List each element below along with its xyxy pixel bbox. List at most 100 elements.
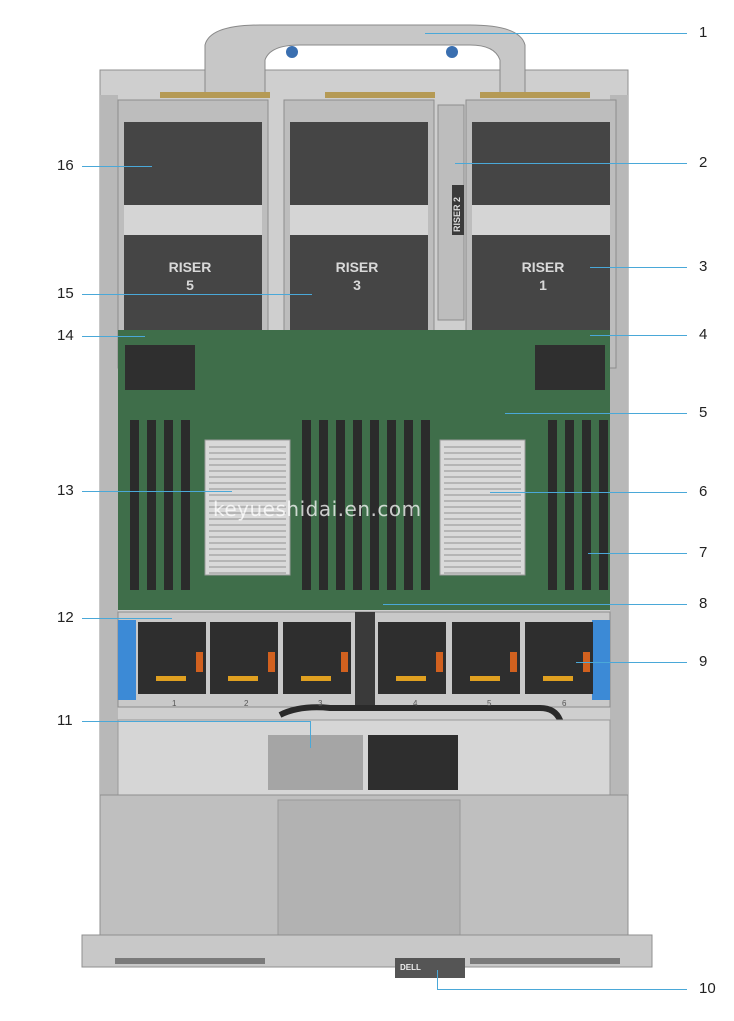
callout-5: 5 xyxy=(699,404,708,421)
fan-release-tab xyxy=(341,652,348,672)
watermark-text: keyueshidai.en.com xyxy=(213,497,422,521)
fan-module xyxy=(210,622,278,694)
handle-screw-left xyxy=(286,46,298,58)
callout-3: 3 xyxy=(699,258,708,275)
heat-sink-fin xyxy=(209,566,286,568)
fan-label-5: 5 xyxy=(487,699,492,708)
dimm-module xyxy=(147,420,156,590)
fan-release-tab xyxy=(196,652,203,672)
fan-release-tab xyxy=(436,652,443,672)
heat-sink-fin xyxy=(444,536,521,538)
cable-harness xyxy=(278,704,563,730)
dimm-module xyxy=(599,420,608,590)
callout-13: 13 xyxy=(57,482,74,499)
leader-11 xyxy=(82,721,310,722)
riser-5-label-line2: 5 xyxy=(186,277,194,293)
heat-sink-fin xyxy=(209,560,286,562)
riser-1-label-line2: 1 xyxy=(539,277,547,293)
fan-status-strip xyxy=(228,676,258,681)
fan-module xyxy=(378,622,446,694)
riser-5-label-line1: RISER xyxy=(168,259,212,275)
heat-sink-fin xyxy=(444,524,521,526)
fan-module xyxy=(452,622,520,694)
fan-cage-right-bracket xyxy=(592,620,610,700)
callout-7: 7 xyxy=(699,544,708,561)
fan-module xyxy=(283,622,351,694)
leader-2 xyxy=(455,163,687,164)
callout-10: 10 xyxy=(699,980,716,997)
system-board xyxy=(118,330,610,610)
chassis-left-wall xyxy=(100,95,118,805)
heat-sink-fin xyxy=(444,566,521,568)
center-bracket xyxy=(368,735,458,790)
heat-sink-2-fins xyxy=(444,446,521,574)
leader-9 xyxy=(576,662,687,663)
heat-sink-fin xyxy=(209,536,286,538)
callout-12: 12 xyxy=(57,609,74,626)
heat-sink-1-fins xyxy=(209,446,286,574)
heat-sink-fin xyxy=(444,494,521,496)
dimm-module xyxy=(404,420,413,590)
leader-15 xyxy=(82,294,312,295)
leader-8 xyxy=(383,604,687,605)
heat-sink-fin xyxy=(444,512,521,514)
fan-label-1: 1 xyxy=(172,699,177,708)
riser-1-label-line1: RISER xyxy=(521,259,565,275)
fan-status-strip xyxy=(301,676,331,681)
heat-sink-fin xyxy=(209,542,286,544)
leader-6 xyxy=(490,492,687,493)
fan-status-strip xyxy=(156,676,186,681)
heat-sink-fin xyxy=(444,488,521,490)
fan-status-strip xyxy=(470,676,500,681)
dimm-module xyxy=(370,420,379,590)
heat-sink-fin xyxy=(209,458,286,460)
fan-release-tab xyxy=(510,652,517,672)
bezel-left-slot xyxy=(115,958,265,964)
fan-label-3: 3 xyxy=(318,699,323,708)
information-tag xyxy=(395,958,465,978)
riser-1-window-bar xyxy=(472,205,610,235)
heat-sink-fin xyxy=(444,452,521,454)
dimm-module xyxy=(548,420,557,590)
riser-1-connector xyxy=(480,92,590,98)
callout-8: 8 xyxy=(699,595,708,612)
heat-sink-fin xyxy=(444,458,521,460)
riser-5-connector xyxy=(160,92,270,98)
heat-sink-fin xyxy=(444,554,521,556)
callout-9: 9 xyxy=(699,653,708,670)
riser-1-label: RISER 1 xyxy=(513,258,573,294)
fan-cage-left-bracket xyxy=(118,620,136,700)
riser-3-label-line1: RISER xyxy=(335,259,379,275)
heat-sink-fin xyxy=(209,530,286,532)
fan-label-2: 2 xyxy=(244,699,249,708)
heat-sink-fin xyxy=(444,446,521,448)
riser-5-window-bar xyxy=(124,205,262,235)
riser-5-label: RISER 5 xyxy=(160,258,220,294)
fan-module xyxy=(525,622,593,694)
heat-sink-fin xyxy=(209,446,286,448)
callout-16: 16 xyxy=(57,157,74,174)
fan-release-tab xyxy=(268,652,275,672)
heat-sink-fin xyxy=(444,530,521,532)
dimm-module xyxy=(130,420,139,590)
handle-screw-right xyxy=(446,46,458,58)
heat-sink-fin xyxy=(209,452,286,454)
heat-sink-fin xyxy=(444,476,521,478)
dimm-module xyxy=(565,420,574,590)
callout-4: 4 xyxy=(699,326,708,343)
heat-sink-fin xyxy=(209,518,286,520)
heat-sink-fin xyxy=(444,482,521,484)
dimm-module xyxy=(181,420,190,590)
dimm-module xyxy=(164,420,173,590)
fan-status-strip xyxy=(396,676,426,681)
leader-4 xyxy=(590,335,687,336)
riser-3-label-line2: 3 xyxy=(353,277,361,293)
fan-label-6: 6 xyxy=(562,699,567,708)
psu-bay-area xyxy=(117,719,611,796)
riser-3-label: RISER 3 xyxy=(327,258,387,294)
callout-14: 14 xyxy=(57,327,74,344)
callout-6: 6 xyxy=(699,483,708,500)
heat-sink-fin xyxy=(209,464,286,466)
cable-connector-block xyxy=(268,735,363,790)
